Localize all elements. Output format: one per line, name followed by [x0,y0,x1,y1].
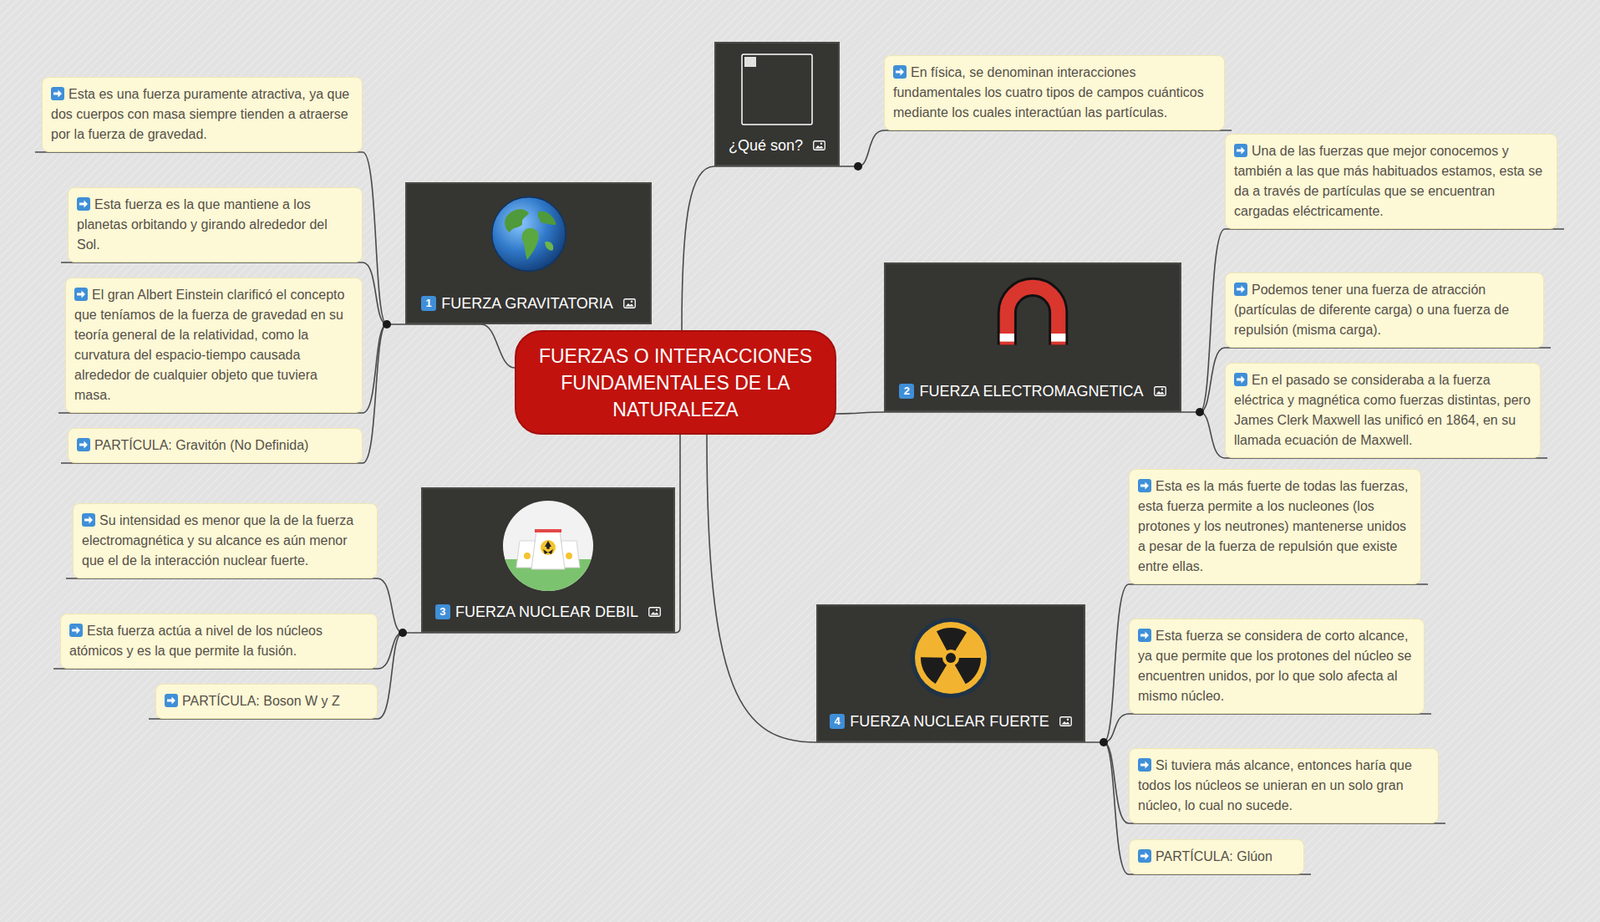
junction-dot [853,162,863,171]
branch-connector [706,434,1104,742]
note-text: Esta es una fuerza puramente atractiva, … [50,86,350,142]
note-box: Si tuviera más alcance, entonces haría q… [1128,747,1439,823]
note-box: Su intensidad es menor que la de la fuer… [72,502,378,579]
central-topic: FUERZAS O INTERACCIONES FUNDAMENTALES DE… [514,330,837,435]
arrow-bullet-icon [50,86,65,101]
branch-connector [681,166,859,331]
branch-connector [1103,741,1446,823]
arrow-bullet-icon [74,287,88,301]
note-box: PARTÍCULA: Glúon [1128,838,1305,874]
note-box: Esta es la más fuerte de todas las fuerz… [1128,468,1422,585]
image-indicator-icon [648,606,661,617]
note-text: Esta es la más fuerte de todas las fuerz… [1137,478,1408,574]
note-box: PARTÍCULA: Boson W y Z [155,683,378,719]
branch-topic: 4FUERZA NUCLEAR FUERTE [816,604,1086,742]
central-topic-text: FUERZAS O INTERACCIONES FUNDAMENTALES DE… [528,342,823,423]
note-text: En física, se denominan interacciones fu… [893,65,1204,120]
branch-title: ¿Qué son? [728,136,803,155]
note-box: Esta fuerza es la que mantiene a los pla… [67,187,363,263]
note-box: En el pasado se consideraba a la fuerza … [1224,362,1541,458]
branch-number-badge: 3 [435,604,451,620]
branch-title-row: 1FUERZA GRAVITATORIA [406,294,651,313]
junction-dot [1099,737,1108,747]
branch-topic: 3FUERZA NUCLEAR DEBIL [421,487,676,633]
branch-connector [835,411,1200,414]
arrow-bullet-icon [81,513,96,527]
note-text: Una de las fuerzas que mejor conocemos y… [1234,143,1543,219]
note-box: En física, se denominan interacciones fu… [883,55,1225,131]
branch-title: FUERZA NUCLEAR FUERTE [849,711,1050,731]
arrow-bullet-icon [1137,848,1152,863]
branch-connector [858,130,1232,167]
image-indicator-icon [1059,716,1072,727]
note-text: Esta fuerza se considera de corto alcanc… [1137,628,1412,703]
arrow-bullet-icon [1137,757,1152,772]
note-box: PARTÍCULA: Gravitón (No Definida) [67,427,363,463]
branch-number-badge: 1 [421,295,437,311]
broken-image-icon [741,53,813,126]
arrow-bullet-icon [1234,282,1248,296]
arrow-bullet-icon [164,693,178,707]
note-box: Esta fuerza se considera de corto alcanc… [1128,618,1425,714]
note-text: Si tuviera más alcance, entonces haría q… [1137,757,1413,813]
branch-title-row: 3FUERZA NUCLEAR DEBIL [422,602,674,621]
arrow-bullet-icon [893,65,907,79]
globe-icon [488,193,569,275]
note-box: Esta fuerza actúa a nivel de los núcleos… [60,613,378,669]
branch-title: FUERZA GRAVITATORIA [441,294,614,313]
note-box: Podemos tener una fuerza de atracción (p… [1224,272,1545,348]
branch-topic: 2FUERZA ELECTROMAGNETICA [883,262,1182,412]
branch-topic: 1FUERZA GRAVITATORIA [405,182,652,325]
branch-title: FUERZA NUCLEAR DEBIL [455,602,639,621]
branch-title-row: 2FUERZA ELECTROMAGNETICA [885,381,1180,401]
image-indicator-icon [1153,386,1167,397]
arrow-bullet-icon [1234,372,1248,387]
arrow-bullet-icon [76,197,91,211]
nuclear-plant-icon [501,498,595,593]
note-text: Esta fuerza actúa a nivel de los núcleos… [69,623,323,658]
branch-topic: ¿Qué son? [714,41,840,167]
note-text: PARTÍCULA: Boson W y Z [182,693,341,708]
note-text: Su intensidad es menor que la de la fuer… [81,513,354,568]
arrow-bullet-icon [69,623,83,637]
junction-dot [398,628,407,637]
branch-connector [386,324,515,368]
arrow-bullet-icon [1234,143,1248,158]
arrow-bullet-icon [1137,478,1152,493]
note-text: En el pasado se consideraba a la fuerza … [1234,372,1531,447]
note-box: Esta es una fuerza puramente atractiva, … [41,76,363,153]
note-text: Podemos tener una fuerza de atracción (p… [1234,282,1509,337]
arrow-bullet-icon [76,437,91,452]
arrow-bullet-icon [1137,628,1152,642]
branch-title-row: 4FUERZA NUCLEAR FUERTE [817,711,1084,731]
branch-title-row: ¿Qué son? [716,136,839,155]
note-box: Una de las fuerzas que mejor conocemos y… [1224,133,1558,229]
branch-connector [402,434,681,633]
branch-connector [1103,584,1428,742]
image-indicator-icon [812,140,826,151]
junction-dot [382,320,392,329]
note-text: Esta fuerza es la que mantiene a los pla… [76,197,328,252]
branch-number-badge: 2 [899,383,915,399]
note-text: El gran Albert Einstein clarificó el con… [74,287,345,402]
branch-number-badge: 4 [829,713,845,729]
branch-title: FUERZA ELECTROMAGNETICA [919,381,1143,401]
radiation-icon [909,615,993,700]
junction-dot [1195,407,1204,417]
image-indicator-icon [623,298,636,309]
note-text: PARTÍCULA: Gravitón (No Definida) [94,437,309,453]
branch-connector [1103,713,1432,742]
note-text: PARTÍCULA: Glúon [1155,848,1273,864]
note-box: El gran Albert Einstein clarificó el con… [65,277,363,413]
magnet-icon [992,274,1073,355]
